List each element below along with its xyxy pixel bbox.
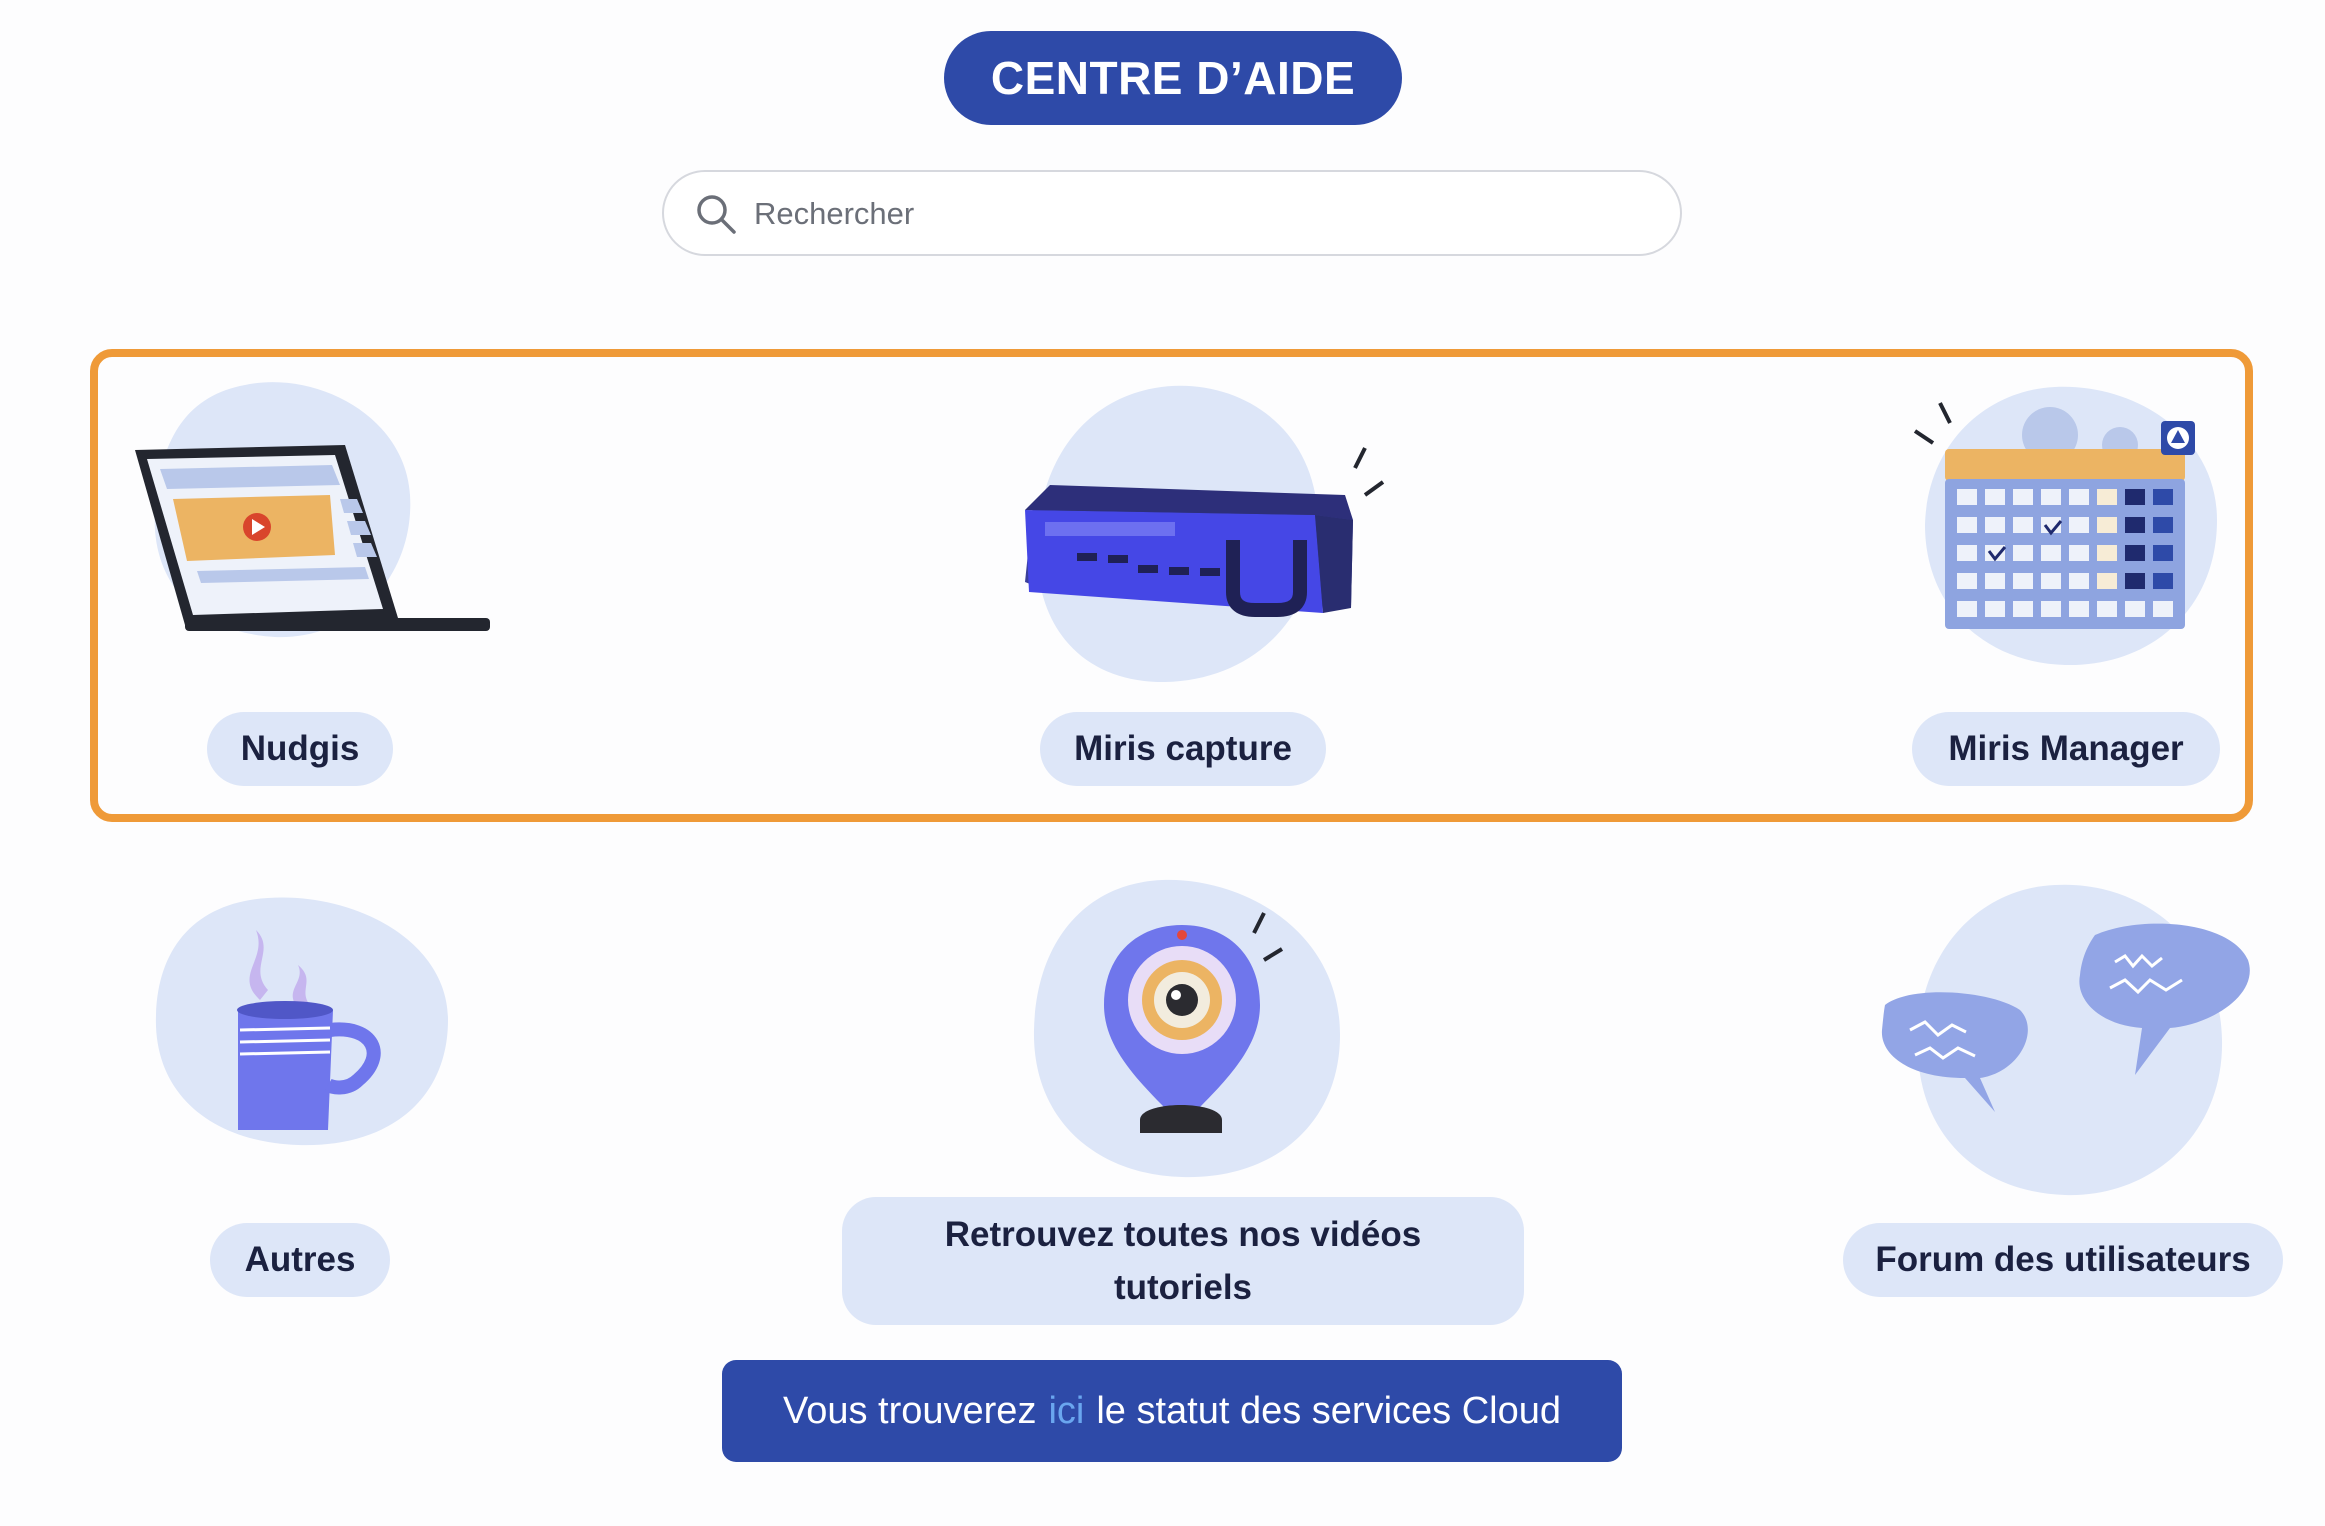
capture-device-icon[interactable] [1015, 380, 1385, 690]
card-nudgis-button[interactable]: Nudgis [207, 712, 393, 786]
card-miris-manager-button[interactable]: Miris Manager [1912, 712, 2220, 786]
cloud-status-text-after: le statut des services Cloud [1096, 1389, 1562, 1432]
coffee-mug-icon[interactable] [148, 890, 453, 1150]
cloud-status-link[interactable]: ici [1048, 1389, 1085, 1432]
cloud-status-banner: Vous trouverez ici le statut des service… [722, 1360, 1622, 1462]
search-icon [697, 195, 736, 234]
help-center-title-button[interactable]: CENTRE D’AIDE [944, 31, 1402, 125]
card-miris-capture-button[interactable]: Miris capture [1040, 712, 1326, 786]
search-bar[interactable] [662, 170, 1682, 256]
card-autres-button[interactable]: Autres [210, 1223, 390, 1297]
laptop-video-icon[interactable] [125, 375, 495, 655]
webcam-icon[interactable] [1022, 875, 1342, 1185]
search-input[interactable] [752, 182, 1656, 246]
card-forum-button[interactable]: Forum des utilisateurs [1843, 1223, 2283, 1297]
calendar-gear-icon[interactable] [1905, 375, 2235, 675]
highlighted-products-frame [90, 349, 2253, 822]
card-tutorial-videos-button[interactable]: Retrouvez toutes nos vidéos tutoriels [842, 1197, 1524, 1325]
chat-bubbles-icon[interactable] [1870, 880, 2255, 1200]
cloud-status-text-before: Vous trouverez [782, 1389, 1037, 1432]
